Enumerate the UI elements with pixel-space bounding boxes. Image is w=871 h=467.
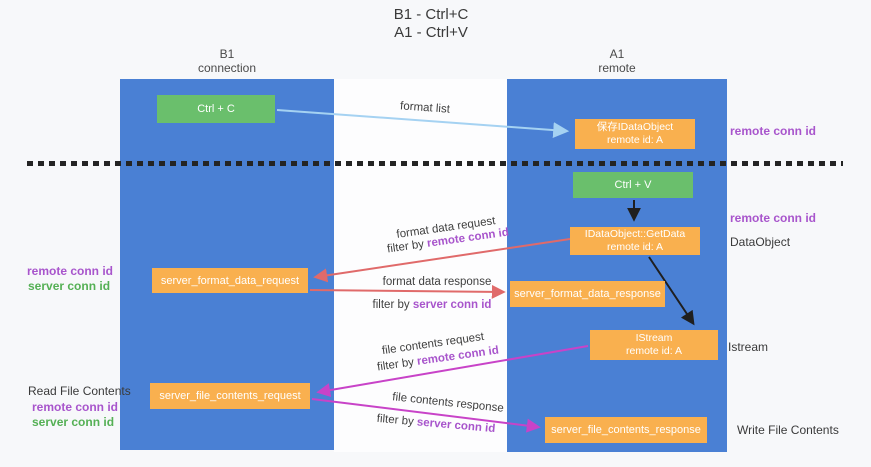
filter-by-server-conn-id-label-1: filter by server conn id (373, 299, 492, 311)
istream-line2: remote id: A (625, 345, 683, 357)
dataobject-label: DataObject (730, 235, 791, 249)
diagram-title: B1 - Ctrl+C A1 - Ctrl+V (394, 6, 469, 42)
istream-line1: IStream (635, 332, 673, 344)
server-file-contents-response-label: server_file_contents_response (551, 424, 701, 436)
ctrl-v-box: Ctrl + V (573, 172, 693, 198)
dashed-divider (27, 161, 843, 166)
ctrl-v-label: Ctrl + V (614, 179, 652, 191)
title-line-2: A1 - Ctrl+V (394, 24, 468, 41)
server-format-data-response-box: server_format_data_response (510, 281, 665, 307)
left-bottom-server-conn-id-label: server conn id (32, 415, 115, 429)
idataobject-getdata-line2: remote id: A (606, 241, 664, 253)
column-header-b1: B1 connection (198, 47, 256, 75)
server-file-contents-request-box: server_file_contents_request (150, 383, 310, 409)
right-mid-remote-conn-id-label: remote conn id (730, 211, 817, 225)
server-format-data-request-label: server_format_data_request (160, 274, 300, 287)
column-b1-subtitle: connection (197, 61, 257, 75)
save-idataobject-line1: 保存IDataObject (596, 121, 674, 133)
left-bottom-remote-conn-id-label: remote conn id (32, 400, 119, 414)
idataobject-getdata-line1: IDataObject::GetData (584, 228, 686, 240)
column-b1-name: B1 (219, 47, 235, 61)
left-remote-conn-id-label: remote conn id (27, 264, 114, 278)
istream-box: IStream remote id: A (590, 330, 718, 360)
ctrl-c-box: Ctrl + C (157, 95, 275, 123)
server-conn-id-text: server conn id (412, 299, 492, 311)
server-file-contents-response-box: server_file_contents_response (545, 417, 707, 443)
format-data-response-label: format data response (382, 276, 492, 288)
read-file-contents-label: Read File Contents (28, 384, 131, 398)
ctrl-c-label: Ctrl + C (197, 103, 235, 115)
server-format-data-request-box: server_format_data_request (152, 268, 308, 293)
column-header-a1: A1 remote (598, 47, 635, 75)
idataobject-getdata-box: IDataObject::GetData remote id: A (570, 227, 700, 255)
server-format-data-response-label: server_format_data_response (514, 288, 661, 300)
column-a1-name: A1 (609, 47, 625, 61)
column-a1-subtitle: remote (598, 61, 636, 75)
left-server-conn-id-label: server conn id (28, 279, 111, 293)
right-top-remote-conn-id-label: remote conn id (730, 124, 817, 138)
save-idataobject-box: 保存IDataObject remote id: A (575, 119, 695, 149)
istream-margin-label: Istream (728, 340, 769, 354)
write-file-contents-label: Write File Contents (737, 423, 839, 437)
save-idataobject-line2: remote id: A (606, 134, 664, 146)
filter-by-prefix: filter by (372, 299, 413, 311)
title-line-1: B1 - Ctrl+C (393, 6, 469, 23)
server-file-contents-request-label: server_file_contents_request (159, 390, 301, 402)
